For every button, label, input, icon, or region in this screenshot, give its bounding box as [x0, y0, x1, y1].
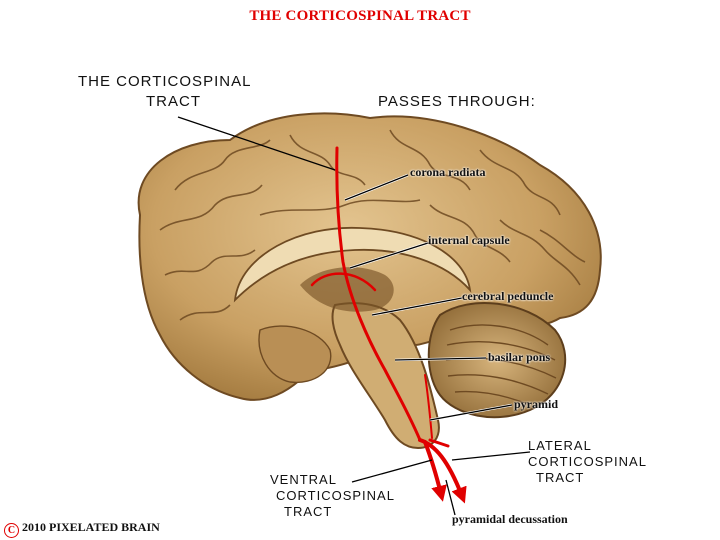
leader-main-title	[177, 116, 336, 171]
lateral-line1: LATERAL	[528, 438, 592, 453]
leader-lines	[177, 116, 531, 516]
label-basilar-pons: basilar pons	[488, 350, 551, 364]
tract-ventral-arrow	[423, 440, 447, 502]
label-lateral-tract: LATERAL CORTICOSPINAL TRACT	[528, 438, 647, 486]
label-corona-radiata: corona radiata	[410, 165, 486, 179]
left-heading-line2: TRACT	[146, 93, 201, 110]
label-cerebral-peduncle: cerebral peduncle	[462, 289, 554, 303]
corpus-callosum	[233, 226, 472, 303]
temporal-lobe	[258, 325, 332, 384]
right-heading: PASSES THROUGH:	[378, 93, 536, 110]
ventral-line2: CORTICOSPINAL	[276, 488, 395, 503]
label-ventral-tract: VENTRAL CORTICOSPINAL TRACT	[270, 472, 395, 520]
label-pyramid: pyramid	[514, 397, 559, 411]
label-internal-capsule: internal capsule	[428, 233, 510, 247]
ventral-line3: TRACT	[284, 504, 333, 519]
copyright-icon: C	[4, 523, 19, 538]
gyri	[159, 129, 586, 321]
tract-branch-pyramid	[424, 374, 433, 439]
cerebellum-folia	[445, 324, 557, 406]
label-pyramidal-decussation: pyramidal decussation	[452, 512, 568, 526]
corticospinal-tract	[310, 146, 467, 504]
leader-ventral-tract	[351, 459, 433, 483]
leader-lateral-tract	[451, 451, 531, 461]
cerebrum	[137, 112, 602, 401]
ventral-line1: VENTRAL	[270, 472, 337, 487]
left-heading: THE CORTICOSPINAL TRACT	[78, 72, 251, 112]
brainstem	[331, 302, 440, 450]
lateral-line2: CORTICOSPINAL	[528, 454, 647, 469]
page-title: THE CORTICOSPINAL TRACT	[249, 8, 471, 24]
lateral-line3: TRACT	[536, 470, 585, 485]
tract-main-path	[335, 146, 422, 442]
leader-decussation	[445, 479, 456, 516]
tract-internal-capsule-arc	[310, 272, 377, 292]
left-heading-line1: THE CORTICOSPINAL	[78, 73, 252, 90]
thalamus	[300, 267, 394, 312]
copyright-text: 2010 PIXELATED BRAIN	[22, 520, 160, 534]
